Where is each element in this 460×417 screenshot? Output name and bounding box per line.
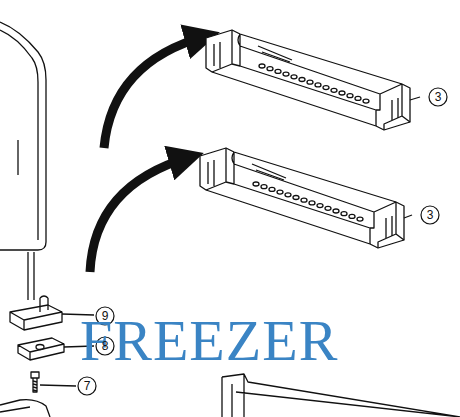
door-bin [200, 148, 412, 248]
hinge-pin [40, 296, 48, 312]
door-edge [17, 140, 18, 175]
screw [31, 372, 39, 392]
bin-hole [317, 204, 323, 208]
bin-hole [293, 196, 299, 200]
bin-body [206, 30, 410, 130]
door-bin [206, 30, 420, 130]
callout-number: 3 [435, 90, 442, 104]
bin-hole [307, 80, 313, 84]
bin-rim [212, 30, 410, 130]
bin-rib [258, 46, 292, 62]
callout-circle [78, 377, 96, 395]
bin-hole [309, 201, 315, 205]
leader-line [40, 385, 76, 386]
bottom-hinge [0, 400, 50, 417]
bin-hole [325, 206, 331, 210]
bin-body [200, 148, 404, 248]
bin-hole [349, 214, 355, 218]
bin-hole [363, 99, 369, 103]
bin-hole [285, 193, 291, 197]
move-arrow [90, 157, 190, 272]
bin-end-slot [214, 42, 398, 120]
callout-circle [429, 88, 447, 106]
bin-hole [261, 185, 267, 189]
bin-rib [252, 164, 286, 180]
hinge-bracket [18, 338, 64, 360]
bin-hole [357, 217, 363, 221]
bin-hole [277, 190, 283, 194]
callout-number: 7 [84, 379, 91, 393]
bin-hole [331, 88, 337, 92]
bin-hole [299, 78, 305, 82]
bin-hole [283, 72, 289, 76]
bin-hole [291, 75, 297, 79]
bracket-hole [36, 345, 44, 350]
hinge-part [10, 305, 62, 330]
bin-hole [315, 83, 321, 87]
leader-line [410, 97, 420, 100]
hinge-axis [28, 252, 34, 300]
leader-line [404, 215, 412, 218]
door-edge [0, 30, 38, 240]
callout-number: 3 [427, 208, 434, 222]
bin-hole [275, 69, 281, 73]
bin-rim [206, 148, 404, 248]
bin-hole [333, 209, 339, 213]
bin-hole [323, 86, 329, 90]
callout-number: 8 [102, 339, 109, 353]
bin-hole [339, 91, 345, 95]
screw-thread [33, 381, 37, 391]
bin-hole [269, 187, 275, 191]
watermark-text: FREEZER [80, 312, 338, 370]
bin-hole [253, 182, 259, 186]
bin-hole [301, 198, 307, 202]
bin-hole [347, 94, 353, 98]
bin-hole [267, 67, 273, 71]
bin-end-slot [208, 160, 392, 238]
callout-circle [421, 206, 439, 224]
move-arrow [104, 36, 206, 148]
door-bin [222, 374, 460, 417]
door-liner [0, 22, 46, 250]
bin-hole [355, 96, 361, 100]
bin-hole [259, 64, 265, 68]
bin-hole [341, 212, 347, 216]
